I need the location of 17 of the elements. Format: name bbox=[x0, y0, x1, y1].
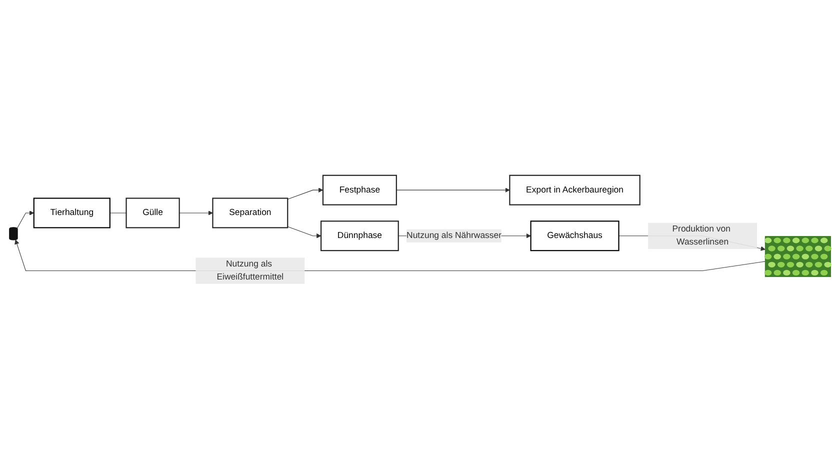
arrow bbox=[396, 188, 510, 193]
edge-label: Produktion von Wasserlinsen bbox=[672, 224, 730, 248]
arrow bbox=[287, 226, 322, 239]
arrow bbox=[287, 188, 324, 200]
node-cylinder bbox=[9, 228, 18, 241]
node-box: Export in Ackerbauregion bbox=[509, 175, 640, 206]
node-box: Tierhaltung bbox=[33, 198, 110, 229]
connector bbox=[110, 213, 127, 214]
arrow bbox=[179, 210, 213, 216]
node-box: Separation bbox=[212, 198, 288, 229]
arrow bbox=[16, 210, 34, 229]
node-box: Dünnphase bbox=[320, 221, 399, 252]
node-box: Gewächshaus bbox=[530, 221, 620, 252]
edge-label: Nutzung als Nährwasser bbox=[406, 231, 502, 241]
node-box: Gülle bbox=[126, 198, 180, 229]
node-box: Festphase bbox=[322, 175, 397, 206]
edge-label: Nutzung als Eiweißfuttermittel bbox=[216, 260, 284, 282]
